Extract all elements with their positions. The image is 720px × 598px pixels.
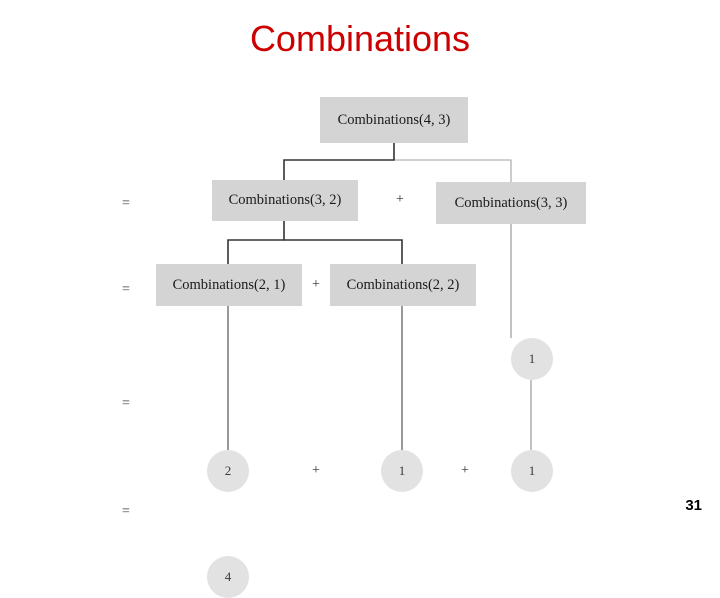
leaf-value-level-4-right[interactable]: 1 [511,450,553,492]
slide-number: 31 [685,497,702,514]
node-combinations-3-3[interactable]: Combinations(3, 3) [436,182,586,224]
operator-plus-level-2: + [396,192,404,207]
slide: Combinations = = = = Combinations(4, 3) … [0,18,720,598]
leaf-value-level-4-left[interactable]: 2 [207,450,249,492]
leaf-value-level-3-right[interactable]: 1 [511,338,553,380]
node-combinations-3-2[interactable]: Combinations(3, 2) [212,180,358,221]
node-combinations-2-1[interactable]: Combinations(2, 1) [156,264,302,306]
leaf-value-level-4-middle[interactable]: 1 [381,450,423,492]
operator-plus-level-3: + [312,277,320,292]
connector-lines [227,143,532,450]
operator-plus-level-4-a: + [312,463,320,478]
node-combinations-4-3[interactable]: Combinations(4, 3) [320,97,468,143]
page-title: Combinations [249,18,471,59]
equals-sign-level-3: = [122,282,130,297]
equals-sign-level-4: = [122,396,130,411]
result-value[interactable]: 4 [207,556,249,598]
operator-plus-level-4-b: + [461,463,469,478]
equals-sign-level-2: = [122,196,130,211]
recursion-tree-diagram: = = = = Combinations(4, 3) Combinations(… [0,70,720,598]
node-combinations-2-2[interactable]: Combinations(2, 2) [330,264,476,306]
equals-sign-level-5: = [122,504,130,519]
